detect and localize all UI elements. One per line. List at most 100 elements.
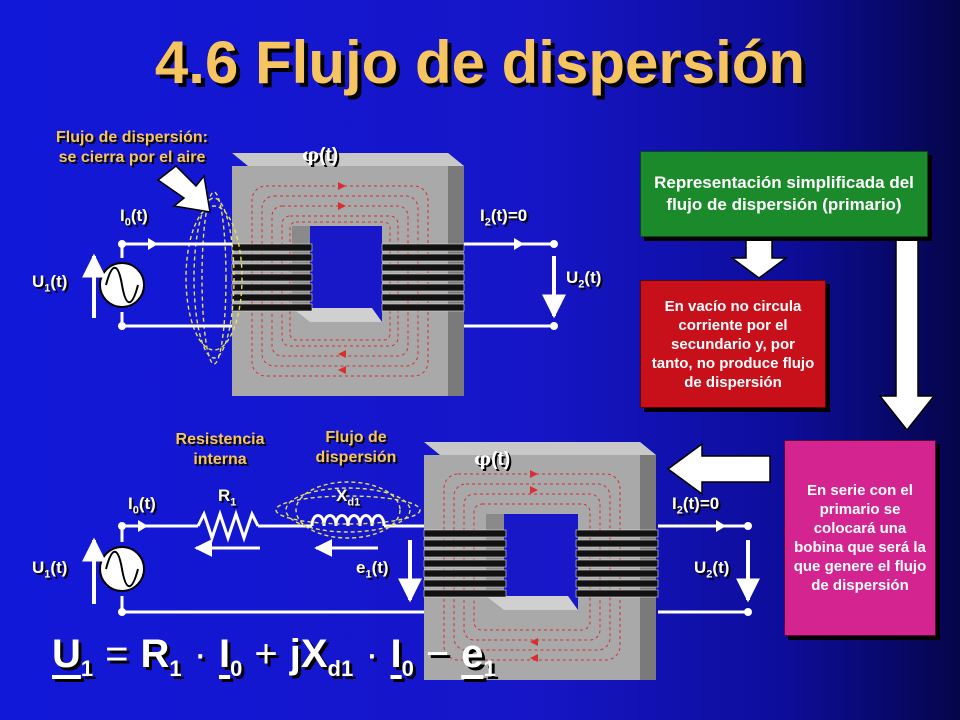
top-terminals [118,240,558,330]
i0-sub: 0 [124,216,131,229]
eq-minus: − [425,632,450,676]
red-note-box: En vacío no circula corriente por el sec… [640,280,826,408]
top-phi-label: φ(t) [302,144,338,167]
u1-base: U [32,558,45,577]
green-note-box: Representación simplificada del flujo de… [640,151,928,237]
leak-note-line-1: Flujo de dispersión: [55,129,208,146]
bottom-source-symbol [99,546,145,592]
bottom-terminals [118,522,752,616]
i2-base: I [672,494,677,513]
bottom-secondary-winding [575,529,659,598]
eq-e-sub: 1 [483,656,496,681]
u1-rest: (t) [50,558,68,577]
eq-plus: + [254,632,278,676]
leak-pointer-arrow [156,165,211,213]
e1-label: e1(t) [356,558,389,580]
u1-base: U [32,272,45,291]
i0-sub: 0 [132,504,139,517]
u2-rest: (t) [584,268,602,287]
e1-rest: (t) [371,558,389,577]
eq-dot-2: · [365,632,379,676]
eq-i2: I0 [391,632,414,682]
bottom-u2-label: U2(t) [694,558,729,580]
u1-sub: 1 [44,568,51,581]
eq-r-sub: 1 [169,656,182,681]
page-title: 4.6 Flujo de dispersión [154,29,806,96]
green-to-pink-long-arrow [878,239,936,432]
eq-i2-base: I [390,632,402,676]
top-secondary-winding [381,243,465,312]
u1-rest: (t) [50,272,68,291]
flujo-line-1: Flujo de [325,429,387,446]
resistencia-label: Resistencia interna [160,430,280,470]
bottom-i0-label: I0(t) [128,494,156,516]
i2-base: I [480,206,485,225]
u2-base: U [566,268,579,287]
top-i2-arrowhead [514,238,524,250]
eq-e: e1 [461,632,496,682]
top-u2-label: U2(t) [566,268,601,290]
bottom-phi-label: φ(t) [474,448,510,471]
eq-jx: jXd1 [290,632,353,682]
bottom-i0-arrowhead [138,520,148,532]
eq-equals: = [105,632,129,676]
xd1-sub: d1 [347,496,361,509]
bottom-transformer-core [424,442,656,680]
u2-rest: (t) [712,558,730,577]
top-primary-winding [231,243,313,312]
top-u1-label: U1(t) [32,272,67,294]
e1-base: e [356,558,366,577]
resistencia-line-2: interna [193,451,247,468]
i2-rest: (t)=0 [490,206,528,225]
phi-symbol: φ [474,448,492,470]
eq-e-base: e [461,632,484,676]
top-source-symbol [99,262,145,308]
bottom-leakage-flux-lines [275,481,421,539]
phi-text: (t) [319,145,339,166]
eq-jx-sub: d1 [327,656,354,681]
resistencia-line-1: Resistencia [175,431,265,448]
pink-note-box: En serie con el primario se colocará una… [784,440,936,636]
eq-u: U1 [52,632,93,682]
eq-i2-sub: 0 [401,656,414,681]
leak-note: Flujo de dispersión: se cierra por el ai… [26,128,238,168]
top-leakage-flux-lines [185,191,243,365]
i0-rest: (t) [130,206,148,225]
top-i0-label: I0(t) [120,206,148,228]
r1-label: R1 [218,486,236,508]
i0-base: I [128,494,133,513]
green-to-red-arrow [729,239,789,279]
pink-to-core-arrow [666,442,771,496]
leak-note-line-2: se cierra por el aire [58,149,206,166]
u2-sub: 2 [706,568,713,581]
r1-sub: 1 [230,496,237,509]
phi-symbol: φ [302,144,320,166]
bottom-circuit-wires [120,509,748,614]
bottom-primary-winding [423,529,507,598]
i2-sub: 2 [676,504,683,517]
xd1-label: Xd1 [336,486,360,508]
u2-sub: 2 [578,278,585,291]
flujo-line-2: dispersión [315,449,397,466]
eq-r-base: R [140,632,170,676]
eq-u-sub: 1 [80,656,94,681]
eq-jx-base: jX [289,632,328,676]
i0-rest: (t) [138,494,156,513]
flujo-dispersion-label: Flujo de dispersión [296,428,416,468]
eq-dot-1: · [193,632,207,676]
voltage-equation: U1 = R1 · I0 + jXd1 · I0 − e1 [52,632,496,682]
u2-base: U [694,558,707,577]
eq-u-base: U [52,632,81,676]
bottom-i2-label: I2(t)=0 [672,494,719,516]
eq-i: I0 [219,632,242,682]
u1-sub: 1 [44,282,51,295]
i2-sub: 2 [484,216,491,229]
xd1-base: X [336,486,348,505]
eq-r: R1 [141,632,182,682]
top-i2-label: I2(t)=0 [480,206,527,228]
e1-sub: 1 [365,568,372,581]
bottom-u1-label: U1(t) [32,558,67,580]
eq-i-base: I [218,632,231,676]
i0-base: I [120,206,125,225]
